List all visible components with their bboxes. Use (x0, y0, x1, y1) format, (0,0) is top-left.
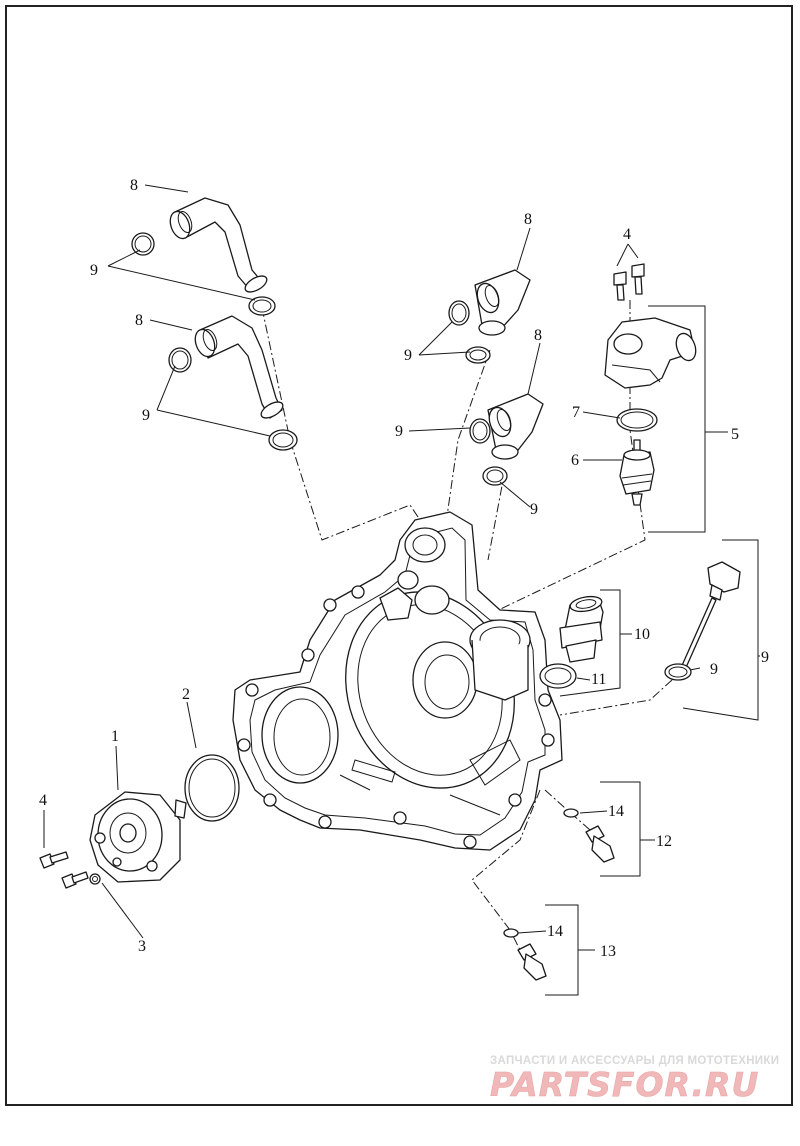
callout-label: 10 (634, 626, 650, 643)
thermostat (619, 439, 655, 506)
gasket-ring (616, 408, 658, 432)
callout-label: 4 (623, 226, 631, 243)
callout-label: 9 (90, 262, 98, 279)
callout-label: 8 (524, 211, 532, 228)
callout-label: 9 (142, 407, 150, 424)
callout-label: 12 (656, 833, 672, 850)
callout-labels: 1 2 3 4 4 5 6 7 8 8 8 8 9 9 9 9 9 9 9 10… (39, 177, 769, 960)
washer (503, 928, 519, 938)
washer (89, 873, 101, 885)
watermark-subtitle: ЗАПЧАСТИ И АКСЕССУАРЫ ДЛЯ МОТОТЕХНИКИ (490, 1055, 779, 1067)
callout-label: 14 (608, 803, 624, 820)
callout-label: 1 (111, 728, 119, 745)
watermark-logo: PARTSFOR.RU (490, 1065, 759, 1104)
drain-plug (585, 825, 615, 863)
diagram-frame (5, 5, 793, 1106)
o-ring (184, 754, 240, 822)
crankcase-cover (232, 511, 563, 851)
bolt (613, 271, 627, 301)
callout-label: 9 (761, 649, 769, 666)
coolant-hose-upper-left (169, 197, 268, 293)
o-ring (465, 346, 491, 364)
hose-fitting (559, 595, 604, 663)
callout-label: 14 (547, 923, 563, 940)
washer (563, 808, 579, 818)
callout-label: 9 (530, 501, 538, 518)
callout-label: 8 (534, 327, 542, 344)
thermostat-housing (604, 317, 697, 389)
callout-label: 11 (591, 671, 606, 688)
callout-label: 8 (130, 177, 138, 194)
coolant-hose-middle-left (194, 315, 284, 419)
callout-label: 6 (571, 452, 579, 469)
coolant-fitting-center-upper (474, 269, 531, 336)
callout-label: 3 (138, 938, 146, 955)
bolt (631, 263, 645, 295)
callout-label: 9 (395, 423, 403, 440)
callout-label: 2 (182, 686, 190, 703)
group-brackets (545, 305, 760, 996)
watermark: ЗАПЧАСТИ И АКСЕССУАРЫ ДЛЯ МОТОТЕХНИКИ PA… (490, 1055, 779, 1104)
bolt (39, 851, 69, 869)
callout-label: 5 (731, 426, 739, 443)
water-pump (89, 791, 187, 883)
callout-label: 13 (600, 943, 616, 960)
callout-label: 8 (135, 312, 143, 329)
callout-label: 9 (404, 347, 412, 364)
callout-label: 4 (39, 792, 47, 809)
drain-plug (517, 943, 547, 981)
leader-lines (43, 184, 701, 939)
coolant-fitting-center-lower (487, 393, 544, 460)
oil-dipstick (679, 561, 741, 673)
bolt (61, 871, 89, 889)
callout-label: 7 (572, 404, 580, 421)
callout-label: 9 (710, 661, 718, 678)
